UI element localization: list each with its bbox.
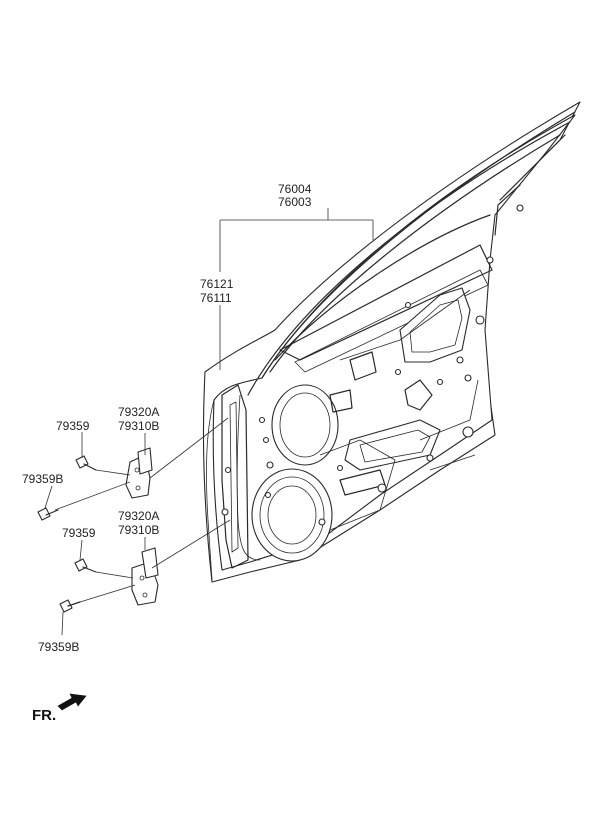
label-door-assy-b: 76003 (278, 195, 312, 209)
label-hinge-lower-b: 79310B (118, 523, 159, 537)
label-bolt-upper-b: 79359B (22, 472, 63, 486)
label-hinge-upper-a: 79320A (118, 405, 159, 419)
front-door-shell (202, 101, 581, 583)
leader-lines (44, 208, 374, 636)
label-bolt-lower-b: 79359B (38, 640, 79, 654)
label-panel-a: 76121 (200, 277, 234, 291)
front-indicator-label: FR. (32, 707, 56, 724)
label-panel-b: 76111 (200, 291, 232, 305)
bolt-lower-b (59, 599, 81, 613)
upper-hinge (125, 447, 153, 499)
bolt-upper (75, 455, 97, 471)
lower-hinge (131, 547, 159, 606)
label-hinge-upper-b: 79310B (118, 419, 159, 433)
bolt-upper-b (37, 507, 59, 521)
label-door-assy-a: 76004 (278, 182, 312, 196)
label-bolt-upper: 79359 (56, 419, 90, 433)
label-hinge-lower-a: 79320A (118, 509, 159, 523)
front-arrow-icon (57, 693, 87, 711)
bolt-lower (74, 558, 97, 573)
label-bolt-lower: 79359 (62, 526, 96, 540)
